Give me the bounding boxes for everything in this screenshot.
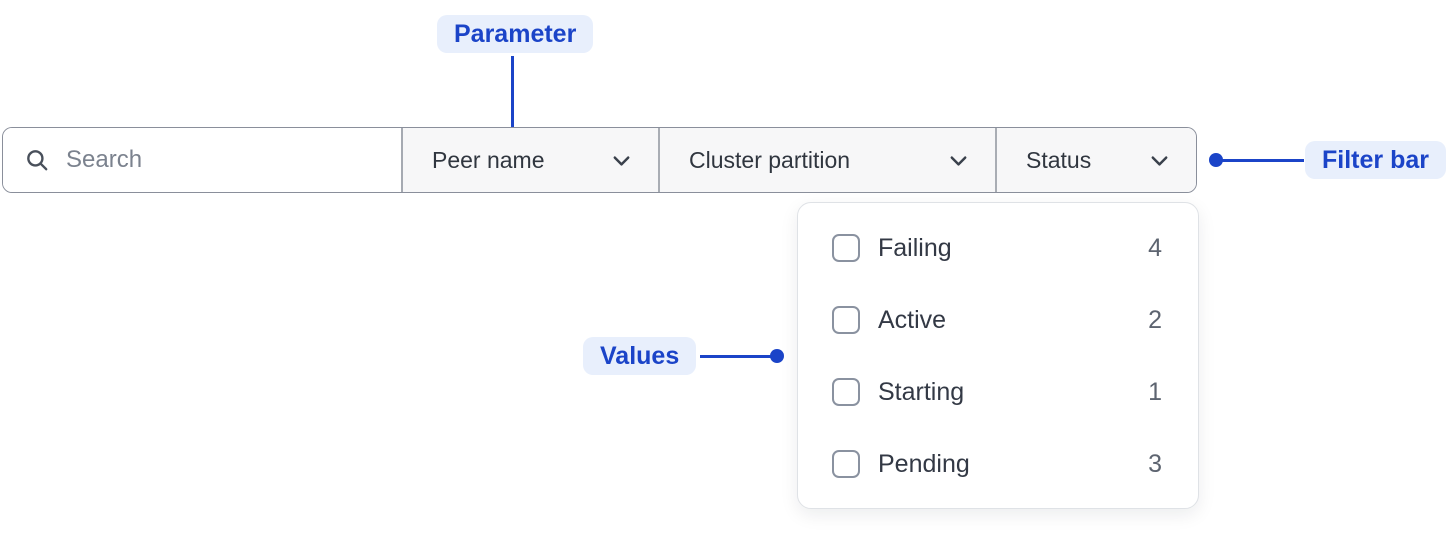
option-count: 4: [1148, 233, 1162, 262]
option-label: Failing: [878, 233, 952, 262]
filter-param-peer-name[interactable]: Peer name: [403, 128, 658, 192]
chevron-down-icon: [1151, 155, 1168, 166]
option-label: Starting: [878, 377, 965, 406]
filter-bar-connector-line: [1220, 159, 1304, 162]
checkbox-unchecked[interactable]: [832, 306, 860, 334]
filter-param-cluster-partition[interactable]: Cluster partition: [658, 128, 995, 192]
filter-param-label: Cluster partition: [689, 146, 851, 173]
filter-param-label: Peer name: [432, 146, 545, 173]
filter-bar: Peer name Cluster partition Status: [2, 127, 1197, 193]
option-count: 1: [1148, 377, 1162, 406]
chevron-down-icon: [950, 155, 967, 166]
option-count: 2: [1148, 305, 1162, 334]
checkbox-unchecked[interactable]: [832, 234, 860, 262]
dropdown-option-active[interactable]: Active 2: [832, 298, 1162, 342]
parameter-connector-line: [511, 56, 514, 134]
parameter-annotation-pill: Parameter: [437, 15, 594, 53]
search-input[interactable]: [66, 146, 383, 174]
status-dropdown-panel: Failing 4 Active 2 Starting 1 Pending 3: [797, 202, 1199, 509]
chevron-down-icon: [613, 155, 630, 166]
values-connector-line: [700, 355, 772, 358]
dropdown-option-starting[interactable]: Starting 1: [832, 370, 1162, 414]
dropdown-option-failing[interactable]: Failing 4: [832, 226, 1162, 270]
checkbox-unchecked[interactable]: [832, 450, 860, 478]
search-icon: [27, 150, 48, 171]
filter-bar-annotation-pill: Filter bar: [1305, 141, 1446, 179]
checkbox-unchecked[interactable]: [832, 378, 860, 406]
filter-param-status[interactable]: Status: [995, 128, 1196, 192]
values-annotation-pill: Values: [583, 337, 697, 375]
option-label: Active: [878, 305, 947, 334]
values-connector-dot: [770, 349, 784, 363]
dropdown-option-pending[interactable]: Pending 3: [832, 442, 1162, 486]
option-label: Pending: [878, 449, 970, 478]
filter-param-label: Status: [1026, 146, 1092, 173]
filter-bar-connector-dot: [1209, 153, 1223, 167]
search-field[interactable]: [3, 128, 403, 192]
option-count: 3: [1148, 449, 1162, 478]
